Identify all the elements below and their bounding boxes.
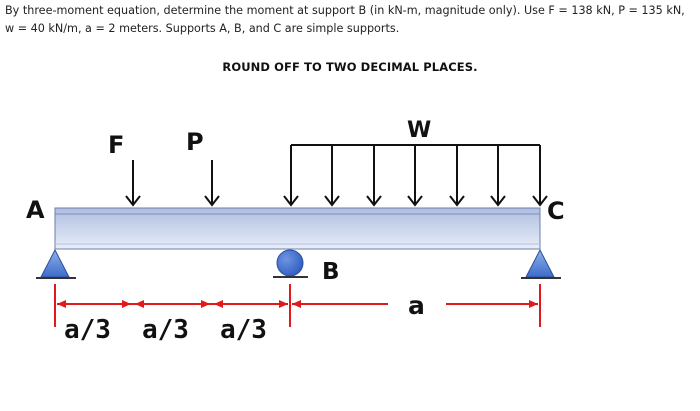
load-f-label: F bbox=[108, 131, 124, 159]
load-f-arrow bbox=[125, 160, 141, 207]
beam bbox=[54, 207, 541, 250]
dim-label-span-a: a bbox=[408, 291, 425, 320]
support-a-label: A bbox=[26, 196, 45, 224]
dim-label-segment-2: a/3 bbox=[142, 315, 189, 345]
support-b-label: B bbox=[322, 259, 340, 285]
rounding-instruction: ROUND OFF TO TWO DECIMAL PLACES. bbox=[222, 60, 478, 74]
distributed-load-w bbox=[283, 144, 548, 207]
support-a-pin bbox=[36, 248, 76, 279]
dimension-lines bbox=[54, 284, 541, 327]
support-c-label: C bbox=[547, 197, 565, 225]
support-c-pin bbox=[521, 248, 561, 279]
support-b-roller bbox=[273, 249, 308, 278]
load-p-arrow bbox=[204, 160, 220, 207]
dim-label-segment-3: a/3 bbox=[220, 315, 267, 345]
dim-label-segment-1: a/3 bbox=[64, 315, 111, 345]
load-p-label: P bbox=[186, 128, 204, 156]
problem-statement: By three-moment equation, determine the … bbox=[5, 4, 685, 35]
load-w-label: W bbox=[407, 118, 431, 143]
